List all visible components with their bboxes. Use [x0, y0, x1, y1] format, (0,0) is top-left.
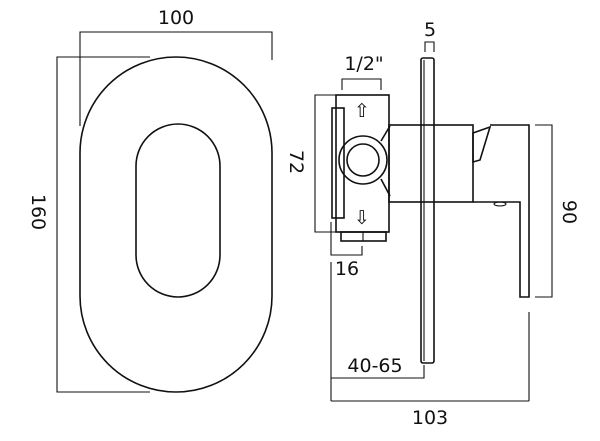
valve-outer-ring — [338, 135, 388, 185]
height-dimension-line — [56, 56, 150, 393]
valve-inner-ring — [346, 143, 380, 177]
thread-dimension — [341, 78, 382, 90]
handle-height-dimension — [535, 124, 553, 298]
front-view: 100 160 — [27, 7, 273, 393]
thread-label: 1/2" — [344, 53, 383, 75]
width-dimension-line — [79, 31, 273, 126]
width-label: 100 — [158, 7, 194, 29]
side-view: 5 1/2" ⇧ ⇩ 72 16 90 40-65 103 — [285, 19, 580, 429]
valve-height-label: 72 — [285, 150, 307, 174]
handle-height-label: 90 — [558, 200, 580, 224]
up-arrow-icon: ⇧ — [354, 100, 370, 122]
plate-thickness-dimension — [424, 41, 435, 52]
plate-thickness-label: 5 — [424, 19, 436, 41]
valve-depth-dimension — [330, 222, 363, 256]
wall-depth-dimension — [331, 365, 425, 379]
wall-plate — [420, 57, 435, 364]
height-label: 160 — [27, 194, 49, 230]
trim-body — [388, 124, 474, 203]
cover-plate-outline — [79, 56, 273, 393]
down-arrow-icon: ⇩ — [354, 207, 370, 229]
cover-plate-slot — [135, 123, 221, 298]
handle-lever — [472, 125, 492, 164]
total-depth-label: 103 — [412, 407, 448, 429]
valve-height-dimension — [314, 94, 336, 233]
handle — [473, 124, 530, 298]
valve-depth-label: 16 — [335, 258, 359, 280]
valve-flange — [331, 107, 345, 219]
wall-depth-label: 40-65 — [347, 355, 402, 377]
